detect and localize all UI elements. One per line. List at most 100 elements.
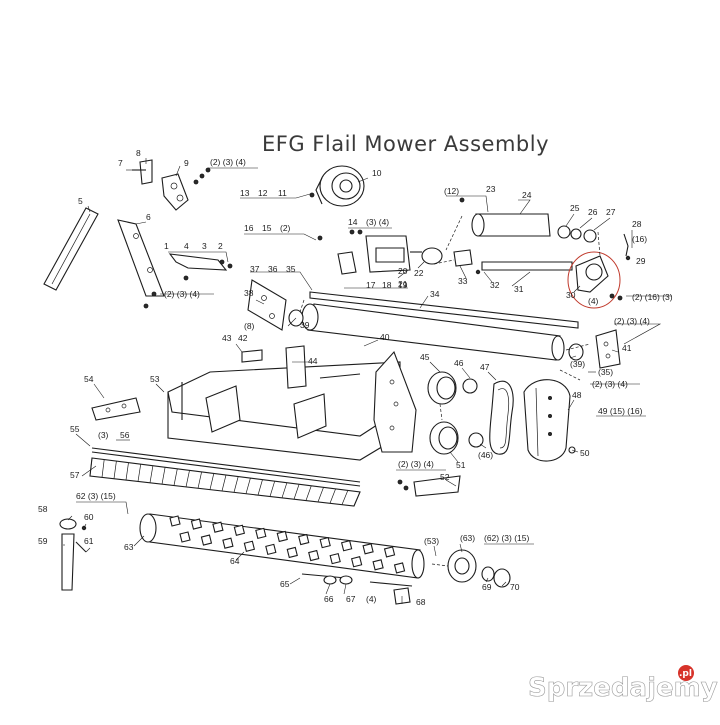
callout-label: 19 [398,280,408,290]
flail-kit-part [301,573,413,605]
linkage-arm-part [168,253,233,281]
callout-label: (39) [570,359,585,369]
callout-label: 38 [244,288,254,298]
callout-label: 66 [324,594,334,604]
assembly-guide-lines [299,215,601,567]
callout-label: (2) (3) (4) [210,157,246,167]
drive-belt-part [489,380,514,455]
callout-label: 62 (3) (15) [76,491,116,501]
callout-label: 40 [380,332,390,342]
watermark: Sprzedajemy .pl [528,665,718,703]
pulley-lower-part [429,421,484,455]
callout-label: 18 [382,280,392,290]
callout-label: 30 [566,290,576,300]
callout-label: (2) (3) (4) [164,289,200,299]
callout-label: 10 [372,168,382,178]
callout-label: (62) (3) (15) [484,533,530,543]
callout-label: 28 [632,219,642,229]
callout-label: 45 [420,352,430,362]
callout-label: (16) [632,234,647,244]
callout-label: 4 [184,241,189,251]
callout-label: 27 [606,207,616,217]
callout-label: 6 [146,212,151,222]
drive-side-panel-part [373,350,417,453]
callout-label: 67 [346,594,356,604]
callout-label: (63) [460,533,475,543]
callout-label: 47 [480,362,490,372]
callout-label: 12 [258,188,268,198]
callout-label: 16 [244,223,254,233]
callout-label: (3) (4) [366,217,389,227]
callout-label: 24 [522,190,532,200]
callout-leaders [63,158,672,604]
diagram-title: EFG Flail Mower Assembly [262,132,549,156]
flail-blade [265,543,277,556]
callout-label: (46) [478,450,493,460]
support-bracket-part [117,219,165,309]
callout-label: 31 [514,284,524,294]
callout-label: 56 [120,430,130,440]
flail-blade [393,562,406,574]
callout-label: 25 [570,203,580,213]
callout-label: 3 [202,241,207,251]
callout-label: 20 [398,266,408,276]
callout-label: 35 [286,264,296,274]
flail-blade [233,524,246,536]
watermark-suffix: .pl [679,669,692,679]
flail-blade [362,543,374,555]
callout-label: 60 [84,512,94,522]
callout-label: (2) (3) (4) [614,316,650,326]
flail-blade [383,546,396,558]
callout-label: 48 [572,390,582,400]
callout-label: (4) [588,296,599,306]
callout-label: 7 [118,158,123,168]
bearing-flange-part [567,233,631,309]
callout-label: 51 [456,460,466,470]
callout-label: 52 [440,472,450,482]
flail-blade [200,534,213,546]
belt-cover-part [523,379,576,462]
callout-label: 53 [150,374,160,384]
callout-label: 11 [278,188,287,198]
callout-label: 61 [84,536,94,546]
callout-label: (2) (3) (4) [398,459,434,469]
callout-label: 26 [588,207,598,217]
callout-label: 1 [164,241,169,251]
callout-label: (3) [98,430,109,440]
callout-label: (4) [366,594,377,604]
callout-label: 54 [84,374,94,384]
callout-label: 70 [510,582,520,592]
callout-label: (2) [280,223,291,233]
flail-blade [212,521,224,533]
callout-label: 57 [70,470,80,480]
callout-labels: 7 8 9 (2) (3) (4) 10 11 12 13 5 6 1 4 3 … [38,148,673,607]
callout-label: 65 [280,579,290,589]
callout-label: (2) (3) (4) [592,379,628,389]
parking-stand-part [59,518,87,591]
roller-bracket-left-part [247,279,287,331]
pulley-upper-part [427,371,478,405]
flail-blade [329,552,341,565]
flail-blade [169,515,181,527]
callout-label: 14 [348,217,358,227]
skid-plate-left-part [91,397,141,421]
roller-bracket-right-part [568,329,621,369]
callout-label: 63 [124,542,134,552]
callout-label: 15 [262,223,272,233]
flail-blade [190,518,203,530]
callout-label: 13 [240,188,250,198]
callout-label: 5 [78,196,83,206]
flail-blade [286,546,298,559]
callout-label: 55 [70,424,80,434]
callout-label: 68 [416,597,426,607]
flail-blade [319,536,331,549]
callout-label: 2 [218,241,223,251]
callout-label: 17 [366,280,376,290]
callout-label: (2) (16) (3) [632,292,673,302]
callout-label: 39 [300,320,310,330]
flail-blade [255,527,267,540]
flail-blade [222,537,234,549]
callout-label: 29 [636,256,646,266]
flap-rod-part [91,447,361,487]
